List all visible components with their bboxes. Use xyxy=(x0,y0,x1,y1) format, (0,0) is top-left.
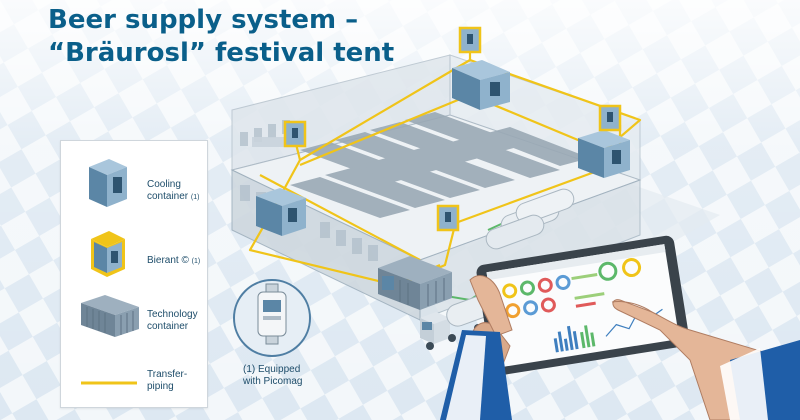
legend-label-bierant: Bierant © (1) xyxy=(147,255,201,266)
legend-label-cooling-container: Cooling container (1) xyxy=(147,179,200,202)
title-line-2: “Bräurosl” festival tent xyxy=(48,38,395,68)
legend-label-transfer-piping: Transfer- piping xyxy=(147,369,188,392)
tablet-with-hands xyxy=(440,235,800,420)
bierant-marker xyxy=(436,204,460,232)
left-hand xyxy=(440,275,513,420)
technology-container-icon xyxy=(81,295,139,337)
page-title: Beer supply system – “Bräurosl” festival… xyxy=(48,4,394,70)
right-hand xyxy=(611,299,800,420)
bierant-marker xyxy=(458,26,482,54)
cooling-container-icon xyxy=(89,159,127,207)
legend-item-bierant: Bierant © (1) xyxy=(61,225,207,285)
cooling-container-marker xyxy=(452,60,510,110)
footnote-picomag: (1) Equipped with Picomag xyxy=(243,364,303,387)
legend-label-technology-container: Technology container xyxy=(147,309,198,332)
legend-item-transfer-piping: Transfer- piping xyxy=(61,351,207,411)
legend-item-technology-container: Technology container xyxy=(61,289,207,349)
picomag-callout xyxy=(233,279,311,357)
beer-tanks xyxy=(485,188,575,250)
legend-item-cooling-container: Cooling container (1) xyxy=(61,155,207,215)
tanker-truck xyxy=(420,295,492,350)
bierant-marker xyxy=(598,104,622,132)
legend-panel: Cooling container (1) Bierant © (1) xyxy=(60,140,208,408)
piping-line-icon xyxy=(81,381,137,385)
title-line-1: Beer supply system – xyxy=(48,5,359,35)
bierant-marker xyxy=(283,120,307,148)
technology-container-marker xyxy=(378,256,452,310)
cooling-container-marker xyxy=(256,188,306,236)
picomag-sensor-icon xyxy=(257,283,287,345)
bierant-icon xyxy=(91,231,125,277)
cooling-container-marker xyxy=(578,130,630,178)
